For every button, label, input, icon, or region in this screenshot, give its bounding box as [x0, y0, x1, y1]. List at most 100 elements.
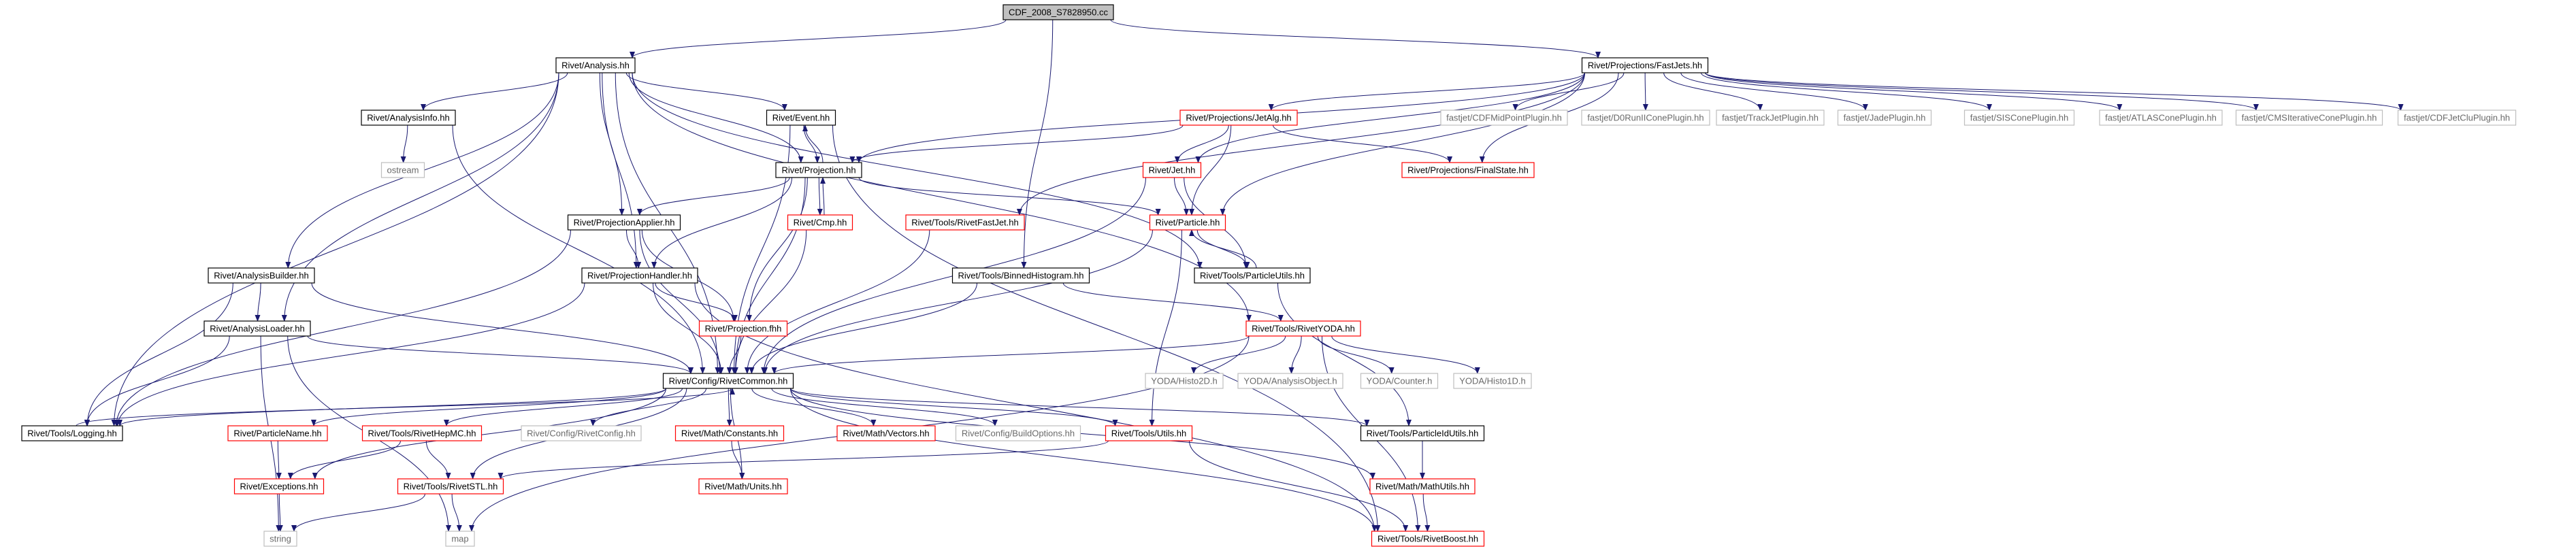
- node-rivet-particlename-hh[interactable]: Rivet/ParticleName.hh: [227, 425, 328, 441]
- node-rivet-tools-rivetfastjet-hh[interactable]: Rivet/Tools/RivetFastJet.hh: [905, 214, 1025, 231]
- node-box: [361, 425, 483, 441]
- node-rivet-tools-rivetboost-hh[interactable]: Rivet/Tools/RivetBoost.hh: [1371, 531, 1485, 547]
- node-box: [1369, 478, 1476, 495]
- edge-rivet-projectionhandler-hh-to-rivet-projection-fhh: [655, 282, 738, 322]
- node-rivet-tools-binnedhistogram-hh[interactable]: Rivet/Tools/BinnedHistogram.hh: [951, 267, 1090, 284]
- edge-rivet-tools-binnedhistogram-hh-to-rivet-tools-rivetyoda-hh: [1062, 282, 1284, 322]
- node-rivet-analysisbuilder-hh[interactable]: Rivet/AnalysisBuilder.hh: [208, 267, 315, 284]
- node-label: Rivet/Projections/FinalState.hh: [1407, 165, 1529, 175]
- node-label: Rivet/Config/RivetConfig.hh: [527, 429, 636, 439]
- node-fastjet-cdfjetcluplugin-hh: fastjet/CDFJetCluPlugin.hh: [2397, 110, 2517, 126]
- node-box: [2235, 110, 2383, 126]
- node-label: CDF_2008_S7828950.cc: [1009, 7, 1108, 18]
- node-rivet-config-rivetcommon-hh[interactable]: Rivet/Config/RivetCommon.hh: [662, 373, 794, 389]
- node-label: Rivet/Tools/RivetYODA.hh: [1252, 324, 1355, 334]
- node-box: [1440, 110, 1568, 126]
- node-rivet-projection-fhh[interactable]: Rivet/Projection.fhh: [698, 320, 788, 337]
- node-rivet-cmp-hh[interactable]: Rivet/Cmp.hh: [787, 214, 853, 231]
- node-rivet-tools-particleidutils-hh[interactable]: Rivet/Tools/ParticleIdUtils.hh: [1360, 425, 1485, 441]
- node-rivet-tools-rivethepmc-hh[interactable]: Rivet/Tools/RivetHepMC.hh: [361, 425, 483, 441]
- node-rivet-projections-jetalg-hh[interactable]: Rivet/Projections/JetAlg.hh: [1179, 110, 1298, 126]
- node-rivet-exceptions-hh[interactable]: Rivet/Exceptions.hh: [233, 478, 325, 495]
- edge-rivet-analysisinfo-hh-to-rivet-config-rivetcommon-hh: [452, 124, 706, 374]
- node-rivet-math-constants-hh[interactable]: Rivet/Math/Constants.hh: [674, 425, 785, 441]
- node-rivet-jet-hh[interactable]: Rivet/Jet.hh: [1142, 162, 1202, 178]
- node-rivet-analysisinfo-hh[interactable]: Rivet/AnalysisInfo.hh: [361, 110, 456, 126]
- node-box: [227, 425, 328, 441]
- node-yoda-histo1d-h: YODA/Histo1D.h: [1453, 373, 1532, 389]
- edge-rivet-tools-rivetstl-hh-to-string: [291, 493, 425, 532]
- edge-rivet-tools-rivethepmc-hh-to-rivet-exceptions-hh: [287, 440, 401, 480]
- node-rivet-event-hh[interactable]: Rivet/Event.hh: [766, 110, 836, 126]
- node-label: Rivet/ProjectionApplier.hh: [574, 218, 675, 228]
- node-box: [1581, 57, 1709, 73]
- node-rivet-tools-logging-hh[interactable]: Rivet/Tools/Logging.hh: [21, 425, 123, 441]
- edge-rivet-projections-fastjets-hh-to-rivet-tools-rivetfastjet-hh: [1016, 72, 1585, 216]
- node-box: [521, 425, 642, 441]
- edge-rivet-projection-hh-to-rivet-projectionapplier-hh: [636, 177, 790, 216]
- edge-rivet-particlename-hh-to-rivet-exceptions-hh: [276, 440, 282, 480]
- node-fastjet-sisconeplugin-hh: fastjet/SISConePlugin.hh: [1963, 110, 2075, 126]
- node-rivet-tools-rivetstl-hh[interactable]: Rivet/Tools/RivetSTL.hh: [397, 478, 504, 495]
- node-box: [380, 162, 425, 178]
- node-rivet-projectionhandler-hh[interactable]: Rivet/ProjectionHandler.hh: [581, 267, 698, 284]
- node-rivet-projections-finalstate-hh[interactable]: Rivet/Projections/FinalState.hh: [1401, 162, 1535, 178]
- node-box: [1401, 162, 1535, 178]
- edge-rivet-analysis-hh-to-rivet-event-hh: [625, 72, 787, 111]
- node-rivet-tools-utils-hh[interactable]: Rivet/Tools/Utils.hh: [1105, 425, 1193, 441]
- node-cdf-2008-s7828950-cc[interactable]: CDF_2008_S7828950.cc: [1002, 4, 1114, 20]
- node-box: [567, 214, 681, 231]
- node-rivet-math-mathutils-hh[interactable]: Rivet/Math/MathUtils.hh: [1369, 478, 1476, 495]
- edge-rivet-projection-hh-to-rivet-config-rivetcommon-hh: [732, 177, 806, 374]
- node-rivet-config-buildoptions-hh: Rivet/Config/BuildOptions.hh: [955, 425, 1081, 441]
- node-box: [1581, 110, 1710, 126]
- node-box: [662, 373, 794, 389]
- node-label: Rivet/Tools/ParticleIdUtils.hh: [1367, 429, 1479, 439]
- node-box: [951, 267, 1090, 284]
- node-box: [1360, 425, 1485, 441]
- node-label: Rivet/Math/Units.hh: [704, 482, 781, 492]
- node-map: map: [445, 531, 475, 547]
- edge-rivet-projections-jetalg-hh-to-rivet-projections-finalstate-hh: [1273, 124, 1452, 163]
- node-rivet-math-units-hh[interactable]: Rivet/Math/Units.hh: [698, 478, 788, 495]
- edge-rivet-projections-fastjets-hh-to-fastjet-cdfmidpointplugin-hh: [1512, 72, 1625, 111]
- edge-rivet-config-rivetcommon-hh-to-rivet-exceptions-hh: [312, 388, 666, 480]
- edge-rivet-config-rivetcommon-hh-to-rivet-math-constants-hh: [726, 388, 732, 426]
- node-box: [233, 478, 325, 495]
- node-box: [445, 531, 475, 547]
- edge-rivet-projections-jetalg-hh-to-rivet-particle-hh: [1189, 124, 1232, 216]
- node-label: YODA/Histo2D.h: [1151, 376, 1218, 386]
- node-label: Rivet/Tools/ParticleUtils.hh: [1200, 271, 1305, 281]
- node-box: [905, 214, 1025, 231]
- node-label: Rivet/Tools/BinnedHistogram.hh: [958, 271, 1084, 281]
- edge-rivet-projections-jetalg-hh-to-rivet-projection-hh: [849, 124, 1184, 163]
- node-ostream: ostream: [380, 162, 425, 178]
- node-label: Rivet/AnalysisBuilder.hh: [214, 271, 308, 281]
- node-rivet-tools-rivetyoda-hh[interactable]: Rivet/Tools/RivetYODA.hh: [1245, 320, 1361, 337]
- edge-rivet-projections-fastjets-hh-to-fastjet-sisconeplugin-hh: [1701, 72, 1992, 111]
- node-label: Rivet/Tools/RivetHepMC.hh: [368, 429, 476, 439]
- node-rivet-projectionapplier-hh[interactable]: Rivet/ProjectionApplier.hh: [567, 214, 681, 231]
- node-label: fastjet/D0RunIIConePlugin.hh: [1587, 113, 1703, 123]
- edge-rivet-config-rivetcommon-hh-to-rivet-tools-utils-hh: [790, 388, 1118, 426]
- edge-rivet-projections-fastjets-hh-to-fastjet-cmsiterativeconeplugin-hh: [1705, 72, 2259, 111]
- edge-rivet-tools-binnedhistogram-hh-to-rivet-config-rivetcommon-hh: [749, 282, 977, 374]
- node-rivet-analysisloader-hh[interactable]: Rivet/AnalysisLoader.hh: [203, 320, 311, 337]
- node-box: [555, 57, 636, 73]
- edge-rivet-cmp-hh-to-rivet-projection-hh: [820, 177, 826, 216]
- edge-rivet-config-rivetcommon-hh-to-rivet-particlename-hh: [311, 388, 666, 426]
- node-rivet-projection-hh[interactable]: Rivet/Projection.hh: [775, 162, 862, 178]
- node-fastjet-trackjetplugin-hh: fastjet/TrackJetPlugin.hh: [1716, 110, 1825, 126]
- edge-rivet-tools-rivetyoda-hh-to-yoda-histo1d-h: [1331, 335, 1480, 374]
- node-rivet-analysis-hh[interactable]: Rivet/Analysis.hh: [555, 57, 636, 73]
- node-box: [955, 425, 1081, 441]
- edge-rivet-tools-rivetyoda-hh-to-yoda-counter-h: [1317, 335, 1395, 374]
- node-rivet-math-vectors-hh[interactable]: Rivet/Math/Vectors.hh: [836, 425, 936, 441]
- node-rivet-tools-particleutils-hh[interactable]: Rivet/Tools/ParticleUtils.hh: [1194, 267, 1311, 284]
- node-rivet-particle-hh[interactable]: Rivet/Particle.hh: [1149, 214, 1226, 231]
- edge-rivet-tools-particleutils-hh-to-rivet-particle-hh: [1189, 229, 1257, 269]
- edge-rivet-projection-hh-to-rivet-projection-fhh: [746, 177, 808, 322]
- edge-rivet-tools-rivetyoda-hh-to-yoda-histo2d-h: [1191, 335, 1286, 374]
- node-rivet-projections-fastjets-hh[interactable]: Rivet/Projections/FastJets.hh: [1581, 57, 1709, 73]
- edge-rivet-projectionapplier-hh-to-rivet-projectionhandler-hh: [625, 229, 642, 269]
